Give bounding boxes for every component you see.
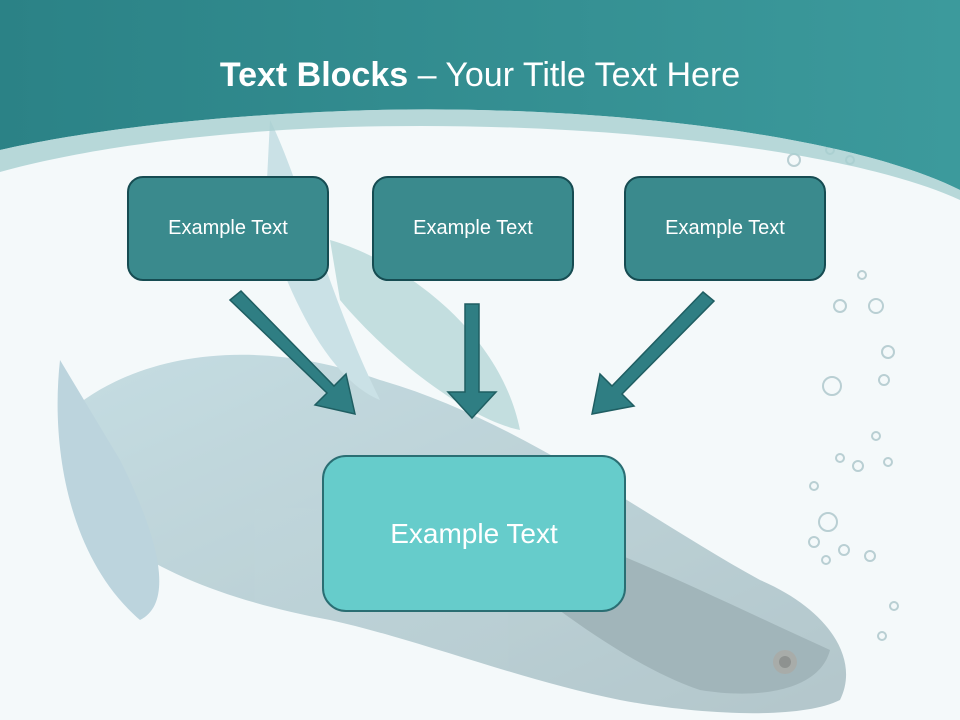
arrow-center <box>446 303 498 420</box>
text-block-1[interactable]: Example Text <box>127 176 329 281</box>
arrows <box>228 289 716 420</box>
text-block-main[interactable]: Example Text <box>322 455 626 612</box>
arrow-right <box>591 290 716 415</box>
title-rest: Your Title Text Here <box>445 56 741 94</box>
slide-title: Text Blocks – Your Title Text Here <box>0 50 960 100</box>
text-block-2[interactable]: Example Text <box>372 176 574 281</box>
title-dash: – <box>408 56 446 94</box>
title-bold: Text Blocks <box>219 56 409 94</box>
text-block-3[interactable]: Example Text <box>624 176 826 281</box>
arrow-left <box>228 289 356 415</box>
header-band <box>0 0 960 200</box>
